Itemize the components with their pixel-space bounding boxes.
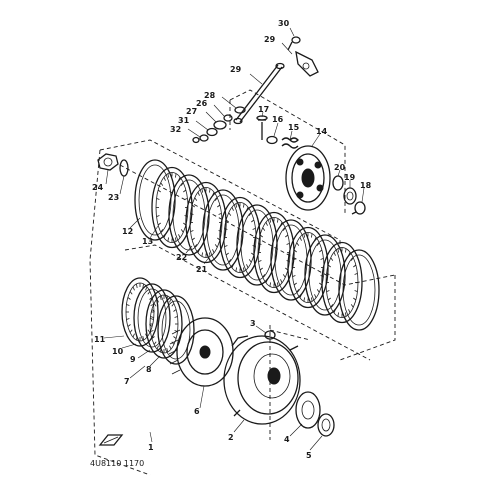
part-30-bolt [287,36,301,51]
label-14: 14 [316,127,328,136]
small-parts-stack [192,106,246,144]
label-8: 8 [146,365,152,374]
lower-ring-2 [133,283,171,353]
clutch-plate-10 [287,226,329,309]
label-32: 32 [170,125,181,134]
label-31: 31 [178,116,190,125]
part-18-piece [351,201,366,215]
label-23: 23 [108,193,119,202]
label-2: 2 [228,433,234,442]
label-26: 26 [196,99,208,108]
label-6: 6 [194,407,200,416]
label-9: 9 [130,355,136,364]
label-4: 4 [284,435,290,444]
clutch-plate-2 [151,166,193,249]
part-5-washer [317,413,335,437]
label-29-lever: 29 [264,35,276,44]
label-5: 5 [306,451,312,460]
clutch-plate-stack [134,159,380,331]
part-2-clutch-housing [223,335,301,425]
label-3: 3 [250,319,256,328]
label-21: 21 [196,265,208,274]
label-24: 24 [92,183,104,192]
part-4-gear [295,391,321,429]
label-11: 11 [94,335,106,344]
part-24-nut [97,153,119,171]
label-30: 30 [278,19,290,28]
label-19: 19 [344,173,356,182]
part-23-washer [119,159,129,177]
part-16-washer [266,135,278,145]
part-push-rod [233,62,285,125]
lower-ring-4 [157,295,195,365]
label-17: 17 [258,105,269,114]
label-1: 1 [148,443,154,452]
lower-ring-3 [145,289,183,359]
label-12: 12 [122,227,133,236]
leader-lines [103,27,365,451]
clutch-plate-4 [185,181,227,264]
part-29-lever [295,50,319,77]
part-3-ring [264,330,276,340]
label-22: 22 [176,253,187,262]
label-15: 15 [288,123,300,132]
part-19-bearing [343,187,357,205]
part-17-bolt [256,115,268,140]
part-labels: 30 29 29 28 26 27 31 32 17 16 15 14 20 1… [92,19,372,460]
label-18: 18 [360,181,372,190]
label-13: 13 [142,237,153,246]
part-15-spring [281,137,299,149]
drawing-code: 4U8110 1170 [90,459,144,468]
front-arrow-icon [98,434,124,446]
label-20: 20 [334,163,346,172]
label-27: 27 [186,107,197,116]
part-20-ring [332,175,344,191]
label-16: 16 [272,115,284,124]
label-10: 10 [112,347,124,356]
part-14-pressure-plate [285,145,331,211]
part-6-clutch-boss [168,317,234,387]
lower-ring-1 [121,277,159,347]
label-29-rod: 29 [230,65,242,74]
clutch-plate-13 [338,249,380,331]
label-7: 7 [124,377,130,386]
lower-ring-stack [121,277,195,365]
label-28: 28 [204,91,216,100]
